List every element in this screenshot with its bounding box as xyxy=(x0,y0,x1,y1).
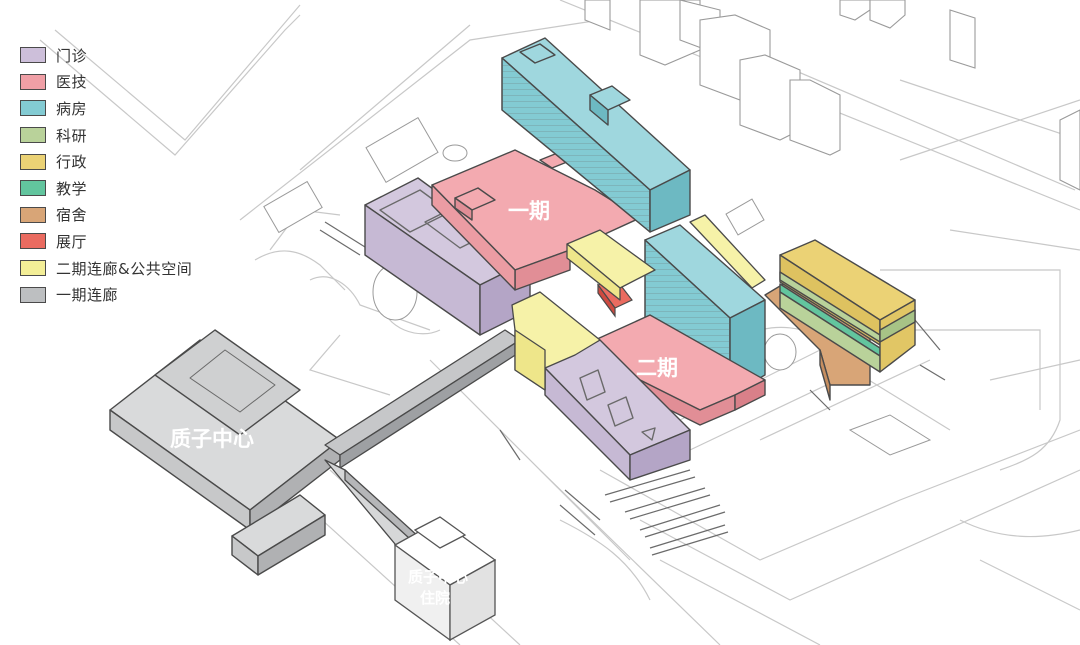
legend-item: 门诊 xyxy=(20,42,192,69)
legend-swatch xyxy=(20,47,46,63)
legend-swatch xyxy=(20,180,46,196)
legend-label: 医技 xyxy=(56,71,87,92)
label-proton-inpatient-2: 住院 xyxy=(420,589,450,607)
legend-item: 医技 xyxy=(20,69,192,96)
legend-item: 行政 xyxy=(20,148,192,175)
phase1-corridor xyxy=(325,330,520,550)
legend-swatch xyxy=(20,100,46,116)
legend-label: 宿舍 xyxy=(56,204,87,225)
legend-swatch xyxy=(20,74,46,90)
legend-item: 病房 xyxy=(20,95,192,122)
legend-item: 二期连廊&公共空间 xyxy=(20,255,192,282)
legend-item: 教学 xyxy=(20,175,192,202)
legend-swatch xyxy=(20,207,46,223)
legend-label: 病房 xyxy=(56,98,87,119)
dormitory-admin-block xyxy=(765,240,915,400)
legend-label: 门诊 xyxy=(56,45,87,66)
legend-label: 展厅 xyxy=(56,231,87,252)
legend-swatch xyxy=(20,260,46,276)
legend-item: 宿舍 xyxy=(20,202,192,229)
legend-label: 教学 xyxy=(56,178,87,199)
legend-item: 展厅 xyxy=(20,228,192,255)
label-phase2: 二期 xyxy=(636,356,678,380)
legend-label: 一期连廊 xyxy=(56,284,118,305)
legend-swatch xyxy=(20,287,46,303)
legend-swatch xyxy=(20,127,46,143)
proton-center-building xyxy=(110,330,340,575)
legend-swatch xyxy=(20,154,46,170)
legend-item: 一期连廊 xyxy=(20,281,192,308)
legend-item: 科研 xyxy=(20,122,192,149)
legend: 门诊医技病房科研行政教学宿舍展厅二期连廊&公共空间一期连廊 xyxy=(20,42,192,308)
label-phase1: 一期 xyxy=(508,199,550,223)
label-proton-inpatient-1: 质子中心 xyxy=(408,568,468,586)
legend-swatch xyxy=(20,233,46,249)
legend-label: 科研 xyxy=(56,125,87,146)
legend-label: 二期连廊&公共空间 xyxy=(56,258,192,279)
legend-label: 行政 xyxy=(56,151,87,172)
label-proton-center: 质子中心 xyxy=(170,427,254,451)
